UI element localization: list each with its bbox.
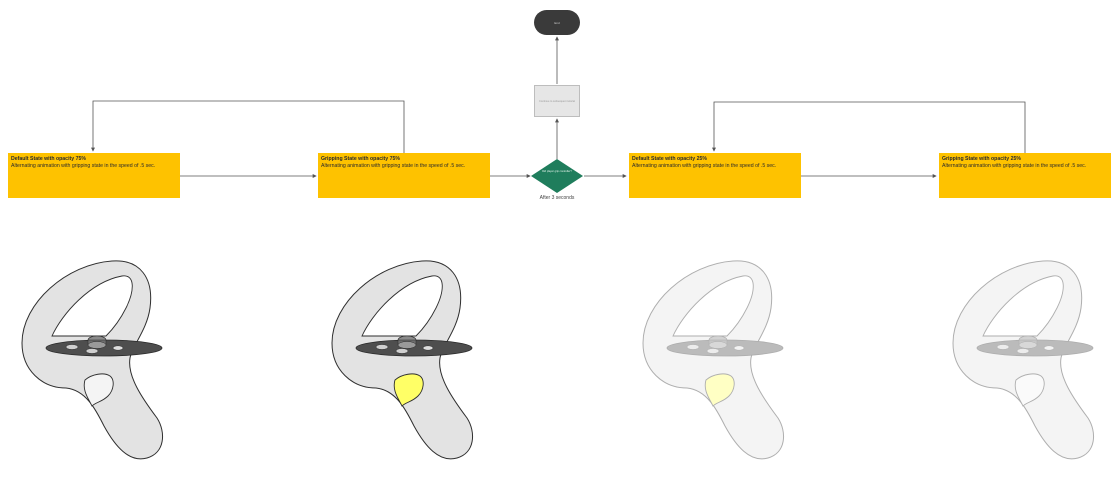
connectors (91, 36, 1026, 178)
thumbstick-base (708, 341, 728, 349)
thumbstick-stem (1018, 339, 1038, 346)
controller-ring-hole (672, 275, 754, 337)
process-box: Continue to subsequent tutorial (534, 85, 580, 117)
thumbstick-icon (708, 335, 728, 345)
controller-face-plate (976, 339, 1094, 357)
menu-button (112, 345, 124, 351)
state-title: Gripping State with opacity 25% (942, 156, 1021, 162)
end-terminal: End (534, 10, 580, 35)
terminal-label: End (554, 20, 560, 25)
face-button-a (375, 344, 389, 350)
thumbstick-icon (1018, 335, 1038, 345)
process-label: Continue to subsequent tutorial (539, 99, 575, 103)
controller-ring-hole (361, 275, 443, 337)
state-title: Gripping State with opacity 75% (321, 156, 400, 162)
controller-ring-hole (51, 275, 133, 337)
state-description: Alternating animation with gripping stat… (632, 163, 777, 169)
controllers (21, 260, 1095, 460)
state-box-default-25: Default State with opacity 25% Alternati… (629, 153, 801, 198)
controller-gripping-25 (642, 260, 785, 460)
state-title: Default State with opacity 75% (11, 156, 86, 162)
thumbstick-base (1018, 341, 1038, 349)
grip-button (704, 373, 735, 407)
menu-button (422, 345, 434, 351)
face-button-a (996, 344, 1010, 350)
face-button-b (85, 348, 99, 354)
grip-button (83, 373, 114, 407)
state-description: Alternating animation with gripping stat… (942, 163, 1087, 169)
face-button-b (1016, 348, 1030, 354)
decision-diamond (531, 159, 583, 193)
controller-body (642, 260, 785, 460)
menu-button (1043, 345, 1055, 351)
decision-caption: After 3 seconds (539, 195, 575, 201)
thumbstick-base (87, 341, 107, 349)
state-box-default-75: Default State with opacity 75% Alternati… (8, 153, 180, 198)
connector-grip75-loop-back (91, 100, 405, 153)
connector-grip25-loop-back (712, 101, 1026, 153)
face-button-b (706, 348, 720, 354)
face-button-a (65, 344, 79, 350)
state-title: Default State with opacity 25% (632, 156, 707, 162)
state-box-gripping-25: Gripping State with opacity 25% Alternat… (939, 153, 1111, 198)
state-box-gripping-75: Gripping State with opacity 75% Alternat… (318, 153, 490, 198)
controller-default-75 (21, 260, 164, 460)
menu-button (733, 345, 745, 351)
grip-button (1014, 373, 1045, 407)
controller-ring-hole (982, 275, 1064, 337)
thumbstick-base (397, 341, 417, 349)
controller-gripping-75 (331, 260, 474, 460)
state-description: Alternating animation with gripping stat… (321, 163, 466, 169)
face-button-b (395, 348, 409, 354)
state-description: Alternating animation with gripping stat… (11, 163, 156, 169)
controller-default-25 (952, 260, 1095, 460)
decision-label: Did player grip controller? (542, 170, 572, 173)
controller-body (952, 260, 1095, 460)
thumbstick-stem (708, 339, 728, 346)
controller-face-plate (666, 339, 784, 357)
grip-button (393, 373, 424, 407)
face-button-a (686, 344, 700, 350)
